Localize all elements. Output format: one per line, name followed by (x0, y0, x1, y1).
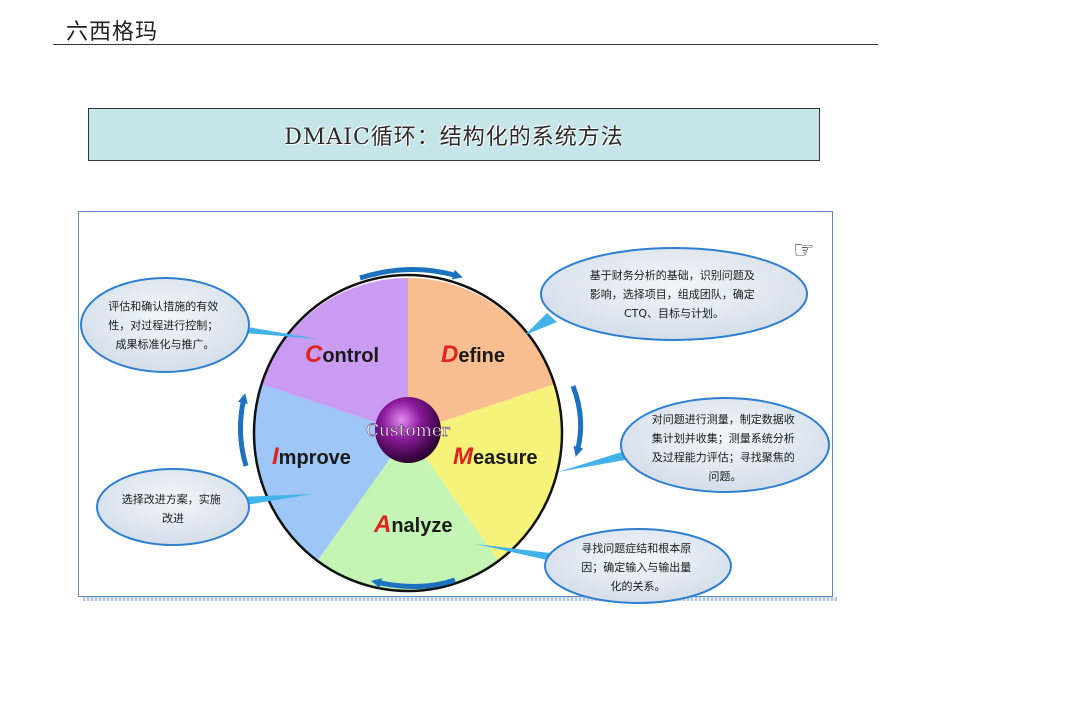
pointer-measure (558, 450, 636, 472)
label-control: Control (305, 341, 379, 368)
callout-analyze (544, 528, 732, 604)
label-define-initial: D (441, 341, 458, 368)
callout-measure (620, 397, 830, 493)
callout-control-line: 成果标准化与推广。 (116, 337, 215, 351)
label-measure: Measure (453, 443, 538, 470)
callout-control-line: 评估和确认措施的有效 (108, 299, 218, 313)
callout-measure-line: 及过程能力评估；寻找聚焦的 (652, 450, 795, 464)
callout-analyze-line: 寻找问题症结和根本原 (581, 541, 691, 555)
diagram-title: DMAIC循环：结构化的系统方法 (284, 124, 624, 150)
segment-control (261, 277, 408, 433)
segment-improve (253, 384, 408, 561)
wheel-outline (252, 273, 564, 593)
callout-define-line: 基于财务分析的基础，识别问题及 (590, 268, 755, 282)
pointer-control (236, 325, 318, 339)
segment-measure (408, 384, 563, 561)
label-control-initial: C (305, 341, 323, 368)
label-analyze-rest: nalyze (391, 515, 452, 537)
callout-define-line: CTQ、目标与计划。 (624, 306, 724, 320)
callout-analyze-text: 寻找问题症结和根本原 因；确定输入与输出量 化的关系。 (581, 541, 695, 593)
callout-improve-text: 选择改进方案，实施 改进 (122, 492, 225, 525)
callout-control (80, 277, 250, 373)
header-rule (53, 44, 878, 45)
callout-improve-line: 选择改进方案，实施 (122, 492, 221, 506)
pointer-improve (240, 494, 312, 505)
label-define: Define (441, 341, 505, 368)
callout-analyze-line: 因；确定输入与输出量 (581, 560, 691, 574)
label-improve-rest: mprove (279, 447, 351, 469)
page-header-title: 六西格玛 (66, 20, 159, 45)
label-improve-initial: I (272, 443, 280, 470)
callout-improve-line: 改进 (162, 511, 184, 525)
arrow-left (237, 393, 249, 467)
callout-analyze-line: 化的关系。 (611, 579, 666, 593)
title-box: DMAIC循环：结构化的系统方法 (88, 108, 820, 161)
customer-label: Customer (366, 421, 451, 441)
label-improve: Improve (272, 443, 351, 470)
callout-improve (96, 468, 250, 546)
pointer-analyze (476, 544, 556, 562)
arrow-bottom (371, 577, 456, 589)
callout-control-text: 评估和确认措施的有效 性，对过程进行控制； 成果标准化与推广。 (108, 299, 222, 351)
callout-measure-line: 对问题进行测量，制定数据收 (652, 412, 795, 426)
wheel (252, 273, 564, 593)
segment-analyze (317, 433, 499, 591)
arrow-right (570, 385, 584, 457)
pointer-define (525, 313, 557, 335)
label-analyze-initial: A (373, 511, 391, 538)
callout-define-text: 基于财务分析的基础，识别问题及 影响，选择项目，组成团队，确定 CTQ、目标与计… (590, 268, 759, 320)
callout-define-line: 影响，选择项目，组成团队，确定 (590, 287, 755, 301)
customer-sphere (375, 397, 441, 463)
label-control-rest: ontrol (322, 345, 379, 367)
label-analyze: Analyze (373, 511, 453, 538)
callout-measure-line: 问题。 (709, 470, 742, 483)
callout-control-line: 性，对过程进行控制； (108, 318, 218, 332)
label-measure-rest: easure (473, 447, 538, 469)
callout-define (540, 247, 808, 341)
label-define-rest: efine (458, 345, 505, 367)
callout-measure-line: 集计划并收集；测量系统分析 (652, 431, 795, 445)
callout-measure-text: 对问题进行测量，制定数据收 集计划并收集；测量系统分析 及过程能力评估；寻找聚焦… (652, 412, 799, 483)
pointing-hand-icon: ☞ (793, 236, 815, 264)
arrow-top (359, 266, 463, 281)
segment-define (408, 277, 555, 433)
label-measure-initial: M (453, 443, 474, 470)
